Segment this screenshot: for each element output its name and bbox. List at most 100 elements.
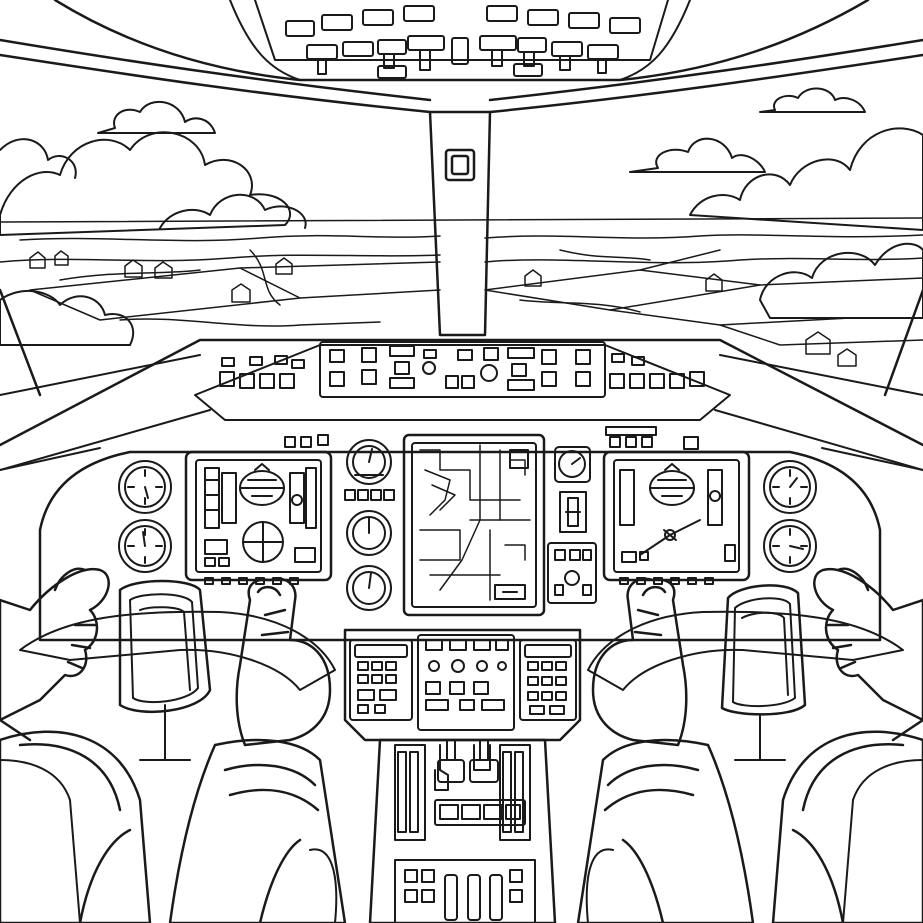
- fcu-button[interactable]: [222, 358, 234, 366]
- right-sleeve: [773, 732, 923, 923]
- fcu-knob[interactable]: [423, 362, 435, 374]
- fcu-button[interactable]: [508, 348, 534, 358]
- panel-knob[interactable]: [498, 662, 506, 670]
- fcu-button[interactable]: [260, 374, 274, 388]
- fcu-button[interactable]: [542, 372, 556, 386]
- bezel-button[interactable]: [239, 578, 247, 584]
- bezel-button[interactable]: [222, 578, 230, 584]
- overhead-switch[interactable]: [307, 45, 337, 59]
- overhead-switch[interactable]: [452, 38, 468, 64]
- fcu-button[interactable]: [275, 356, 287, 364]
- fcu-button[interactable]: [446, 376, 458, 388]
- left-hand: [0, 569, 109, 720]
- fcu-button[interactable]: [462, 376, 474, 388]
- fcu-button[interactable]: [362, 348, 376, 362]
- fcu-knob[interactable]: [481, 365, 497, 381]
- canopy-outer-left: [0, 40, 430, 100]
- bezel-button[interactable]: [705, 578, 713, 584]
- overhead-switch[interactable]: [408, 36, 444, 50]
- panel-button[interactable]: [301, 437, 311, 447]
- fcu-button[interactable]: [670, 374, 684, 388]
- throttle-levers[interactable]: [435, 740, 498, 790]
- fcu-button[interactable]: [650, 374, 664, 388]
- fcu-button[interactable]: [508, 380, 534, 390]
- center-pedestal: [370, 740, 555, 923]
- fcu-button[interactable]: [576, 350, 590, 364]
- cloud-right-low: [760, 244, 923, 318]
- bezel-button[interactable]: [620, 578, 628, 584]
- fcu-button[interactable]: [512, 364, 526, 376]
- panel-button[interactable]: [606, 427, 656, 435]
- bezel-button[interactable]: [205, 578, 213, 584]
- fcu-button[interactable]: [250, 357, 262, 365]
- bezel-button[interactable]: [671, 578, 679, 584]
- overhead-switch[interactable]: [588, 45, 618, 59]
- fcu-button[interactable]: [292, 360, 304, 368]
- cloud-right-mid: [630, 139, 765, 172]
- standby-instruments: [548, 447, 596, 603]
- standby-knob[interactable]: [565, 571, 579, 585]
- left-gripping-hand: [237, 579, 330, 745]
- fcu-button[interactable]: [390, 346, 414, 356]
- panel-button[interactable]: [285, 437, 295, 447]
- overhead-switches[interactable]: [307, 36, 618, 78]
- fcu-button[interactable]: [280, 374, 294, 388]
- bezel-button[interactable]: [290, 578, 298, 584]
- gauge-dial: [347, 566, 391, 610]
- glareshield-right-buttons[interactable]: [610, 354, 704, 388]
- fcu-button[interactable]: [458, 350, 472, 360]
- panel-knob[interactable]: [452, 660, 464, 672]
- annunciator: [371, 490, 381, 500]
- glareshield-left-buttons[interactable]: [220, 356, 304, 388]
- pedestal-lever[interactable]: [445, 875, 457, 920]
- panel-button[interactable]: [642, 437, 652, 447]
- panel-button[interactable]: [626, 437, 636, 447]
- fcu-button[interactable]: [542, 350, 556, 364]
- map-roads: [420, 445, 530, 600]
- fcu-button[interactable]: [610, 374, 624, 388]
- left-center-sleeve: [170, 740, 345, 923]
- cloud-layer: [0, 88, 923, 345]
- left-sleeve: [0, 732, 150, 923]
- right-yoke[interactable]: [588, 585, 903, 760]
- left-seat: [0, 760, 80, 923]
- overhead-switch[interactable]: [378, 40, 406, 54]
- throttle-lever-right[interactable]: [474, 745, 490, 770]
- right-primary-flight-display: [604, 452, 749, 580]
- fcu-button[interactable]: [424, 350, 436, 358]
- fcu-button[interactable]: [630, 374, 644, 388]
- panel-button[interactable]: [684, 437, 698, 449]
- left-pfd-bezel-buttons[interactable]: [205, 578, 298, 584]
- gauge-dial: [347, 440, 391, 484]
- glareshield-center-buttons[interactable]: [330, 346, 590, 390]
- bezel-button[interactable]: [688, 578, 696, 584]
- panel-knob[interactable]: [429, 661, 439, 671]
- fcu-button[interactable]: [330, 372, 344, 386]
- overhead-switch[interactable]: [343, 42, 373, 56]
- fcu-button[interactable]: [612, 354, 624, 362]
- right-pillar: [885, 290, 923, 395]
- overhead-switch[interactable]: [480, 36, 516, 50]
- gauge-dial: [347, 511, 391, 555]
- fcu-button[interactable]: [484, 348, 498, 360]
- fcu-button[interactable]: [576, 372, 590, 386]
- fcu-button[interactable]: [362, 370, 376, 384]
- fcu-button[interactable]: [330, 350, 344, 362]
- pedestal-lever[interactable]: [490, 875, 502, 920]
- fcu-button[interactable]: [395, 362, 409, 374]
- fcu-button[interactable]: [240, 374, 254, 388]
- panel-button[interactable]: [318, 435, 328, 445]
- fcu-button[interactable]: [220, 372, 234, 386]
- overhead-switch[interactable]: [518, 38, 546, 52]
- right-pilot-arm: [773, 569, 923, 923]
- cloud-right-top: [760, 88, 865, 112]
- fcu-button[interactable]: [690, 372, 704, 386]
- fcu-button[interactable]: [632, 357, 644, 365]
- farmland: [0, 218, 923, 345]
- panel-button[interactable]: [610, 437, 620, 447]
- panel-knob[interactable]: [477, 661, 487, 671]
- fcu-button[interactable]: [390, 378, 414, 388]
- pedestal-lever[interactable]: [468, 875, 480, 920]
- overhead-switch[interactable]: [552, 42, 582, 56]
- left-pillar: [0, 290, 40, 395]
